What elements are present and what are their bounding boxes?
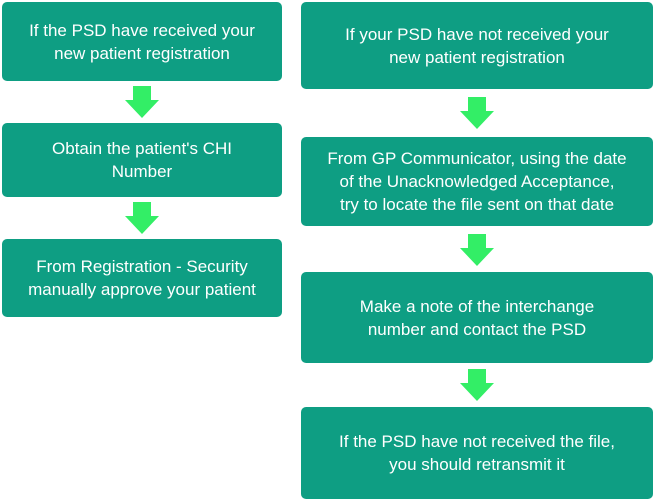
down-arrow-icon	[460, 369, 494, 401]
box-line: From GP Communicator, using the date	[327, 149, 627, 168]
box-obtain-chi: Obtain the patient's CHI Number	[2, 123, 282, 197]
box-line: Number	[111, 162, 173, 181]
box-line: From Registration - Security	[36, 257, 248, 276]
box-line: you should retransmit it	[389, 455, 565, 474]
box-locate-file: From GP Communicator, using the date of …	[301, 137, 653, 226]
box-line: Make a note of the interchange	[359, 296, 595, 316]
down-arrow-icon	[460, 97, 494, 129]
box-psd-not-received: If your PSD have not received your new p…	[301, 2, 653, 89]
box-line: Obtain the patient's CHI	[52, 139, 232, 158]
box-line: If the PSD have not received the file,	[339, 432, 615, 451]
box-line: try to locate the file sent on that date	[339, 195, 615, 214]
box-approve-patient: From Registration - Security manually ap…	[2, 239, 282, 317]
box-line: new patient registration	[54, 43, 230, 63]
box-line: of the Unacknowledged Acceptance,	[339, 172, 615, 191]
box-retransmit: If the PSD have not received the file, y…	[301, 407, 653, 499]
box-psd-received: If the PSD have received your new patien…	[2, 2, 282, 81]
down-arrow-icon	[125, 202, 159, 234]
box-line: If the PSD have received your	[29, 20, 255, 40]
down-arrow-icon	[125, 86, 159, 118]
box-note-interchange: Make a note of the interchange number an…	[301, 272, 653, 363]
box-line: number and contact the PSD	[367, 319, 587, 339]
box-line: If your PSD have not received your	[345, 24, 609, 44]
box-line: new patient registration	[389, 47, 565, 67]
box-line: manually approve your patient	[28, 280, 256, 299]
down-arrow-icon	[460, 234, 494, 266]
